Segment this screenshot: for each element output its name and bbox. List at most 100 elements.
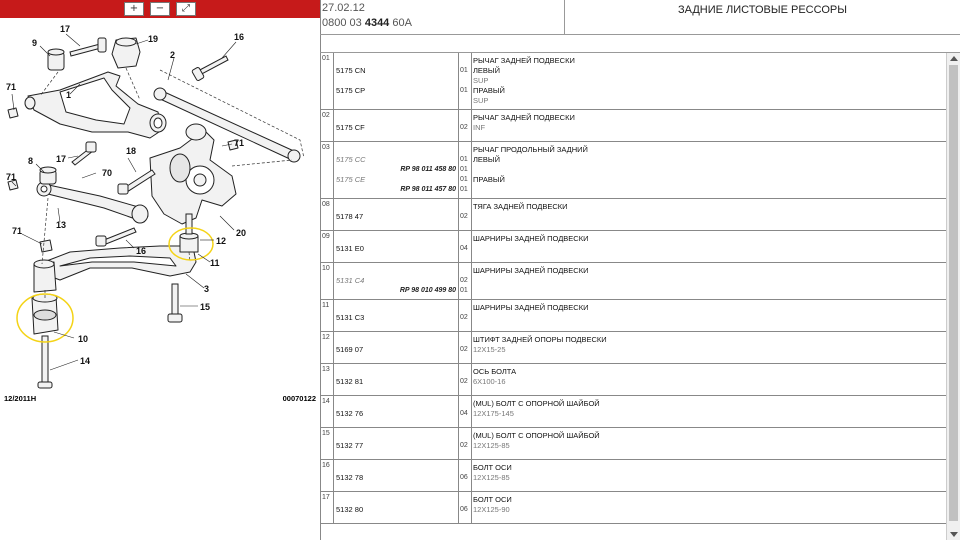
vertical-scrollbar[interactable] <box>946 53 960 540</box>
diagram-toolbar: + − ⤢ <box>0 0 320 18</box>
row-number: 01 <box>322 55 330 62</box>
part-number[interactable]: 5175 CE <box>336 175 366 184</box>
rp-number[interactable]: RP 98 011 457 80 <box>400 186 456 193</box>
quantity: 06 <box>460 474 468 481</box>
part-description: РЫЧАГ ЗАДНЕЙ ПОДВЕСКИ <box>473 113 575 122</box>
callout-9: 9 <box>32 38 37 48</box>
catalog-reference-main: 4344 <box>364 17 390 29</box>
part-description: РЫЧАГ ПРОДОЛЬНЫЙ ЗАДНИЙ <box>473 145 588 154</box>
callout-13: 13 <box>56 220 66 230</box>
part-number[interactable]: 5132 77 <box>336 441 364 450</box>
table-row[interactable]: 16 БОЛТ ОСИ 5132 78 06 12X125-85 <box>320 460 946 492</box>
scrollbar-thumb[interactable] <box>949 65 958 521</box>
catalog-reference-prefix: 0800 03 <box>322 17 362 29</box>
part-description: БОЛТ ОСИ <box>473 463 512 472</box>
part-description: РЫЧАГ ЗАДНЕЙ ПОДВЕСКИ <box>473 56 575 65</box>
row-number: 03 <box>322 144 330 151</box>
zoom-in-icon: + <box>129 3 139 14</box>
row-number: 11 <box>322 302 330 309</box>
quantity: 02 <box>460 378 468 385</box>
quantity: 01 <box>460 166 468 173</box>
zoom-out-button[interactable]: − <box>150 2 170 16</box>
scroll-down-arrow-icon[interactable] <box>950 532 958 537</box>
row-number: 15 <box>322 430 330 437</box>
catalog-reference-suffix: 60A <box>392 17 412 29</box>
part-description: 6X100-16 <box>473 377 506 386</box>
diagram-panel: + − ⤢ <box>0 0 321 540</box>
callout-11: 11 <box>210 258 220 268</box>
part-description: ПРАВЫЙ <box>473 175 505 184</box>
callout-19: 19 <box>148 34 158 44</box>
suspension-exploded-diagram[interactable]: 17 19 9 16 2 1 71 71 17 18 8 70 71 13 16… <box>0 18 320 418</box>
row-number: 09 <box>322 233 330 240</box>
quantity: 02 <box>460 124 468 131</box>
part-description: INF <box>473 123 486 132</box>
zoom-fit-icon: ⤢ <box>182 3 190 14</box>
parts-panel: 27.02.12 0800 03 4344 60A ЗАДНИЕ ЛИСТОВЫ… <box>320 0 960 540</box>
part-number[interactable]: 5175 CC <box>336 155 366 164</box>
zoom-in-button[interactable]: + <box>124 2 144 16</box>
callout-17a: 17 <box>60 24 70 34</box>
part-number[interactable]: 5169 07 <box>336 345 364 354</box>
part-number[interactable]: 5132 81 <box>336 377 364 386</box>
header-spacer <box>320 35 960 53</box>
diagram-ref: 00070122 <box>282 394 316 403</box>
part-description: ШАРНИРЫ ЗАДНЕЙ ПОДВЕСКИ <box>473 266 589 275</box>
callout-71d: 71 <box>12 226 22 236</box>
part-number[interactable]: 5131 C4 <box>336 276 365 285</box>
quantity: 01 <box>460 176 468 183</box>
zoom-fit-button[interactable]: ⤢ <box>176 2 196 16</box>
zoom-out-icon: − <box>155 3 165 14</box>
callout-10: 10 <box>78 334 88 344</box>
row-number: 16 <box>322 462 330 469</box>
row-number: 10 <box>322 265 330 272</box>
part-number[interactable]: 5175 CN <box>336 66 366 75</box>
part-number[interactable]: 5131 C3 <box>336 313 365 322</box>
part-number[interactable]: 5175 CF <box>336 123 365 132</box>
part-number[interactable]: 5132 78 <box>336 473 364 482</box>
callout-3: 3 <box>204 284 209 294</box>
quantity: 02 <box>460 213 468 220</box>
part-description: 12X175-145 <box>473 409 514 418</box>
scroll-up-arrow-icon[interactable] <box>950 56 958 61</box>
diagram-code: 12/2011H <box>4 394 37 403</box>
rp-number[interactable]: RP 98 010 499 80 <box>399 287 456 294</box>
row-number: 02 <box>322 112 330 119</box>
part-number[interactable]: 5178 47 <box>336 212 364 221</box>
quantity: 06 <box>460 506 468 513</box>
row-number: 14 <box>322 398 330 405</box>
quantity: 02 <box>460 442 468 449</box>
callout-14: 14 <box>80 356 90 366</box>
callout-8: 8 <box>28 156 33 166</box>
rp-number[interactable]: RP 98 011 458 80 <box>400 166 456 173</box>
part-number[interactable]: 5132 80 <box>336 505 364 514</box>
part-description: SUP <box>473 96 489 105</box>
callout-20: 20 <box>236 228 246 238</box>
part-description: 12X125-85 <box>473 473 510 482</box>
part-number[interactable]: 5131 E0 <box>336 244 364 253</box>
part-number[interactable]: 5175 CP <box>336 86 366 95</box>
callout-16b: 16 <box>136 246 146 256</box>
part-description: ШТИФТ ЗАДНЕЙ ОПОРЫ ПОДВЕСКИ <box>473 335 607 344</box>
part-description: ОСЬ БОЛТА <box>473 367 517 376</box>
callout-18: 18 <box>126 146 136 156</box>
callout-71c: 71 <box>6 172 16 182</box>
part-number[interactable]: 5132 76 <box>336 409 364 418</box>
part-description: 12X125-90 <box>473 505 510 514</box>
quantity: 04 <box>460 410 468 417</box>
part-description: 12X125-85 <box>473 441 510 450</box>
part-description: ПРАВЫЙ <box>473 86 505 95</box>
